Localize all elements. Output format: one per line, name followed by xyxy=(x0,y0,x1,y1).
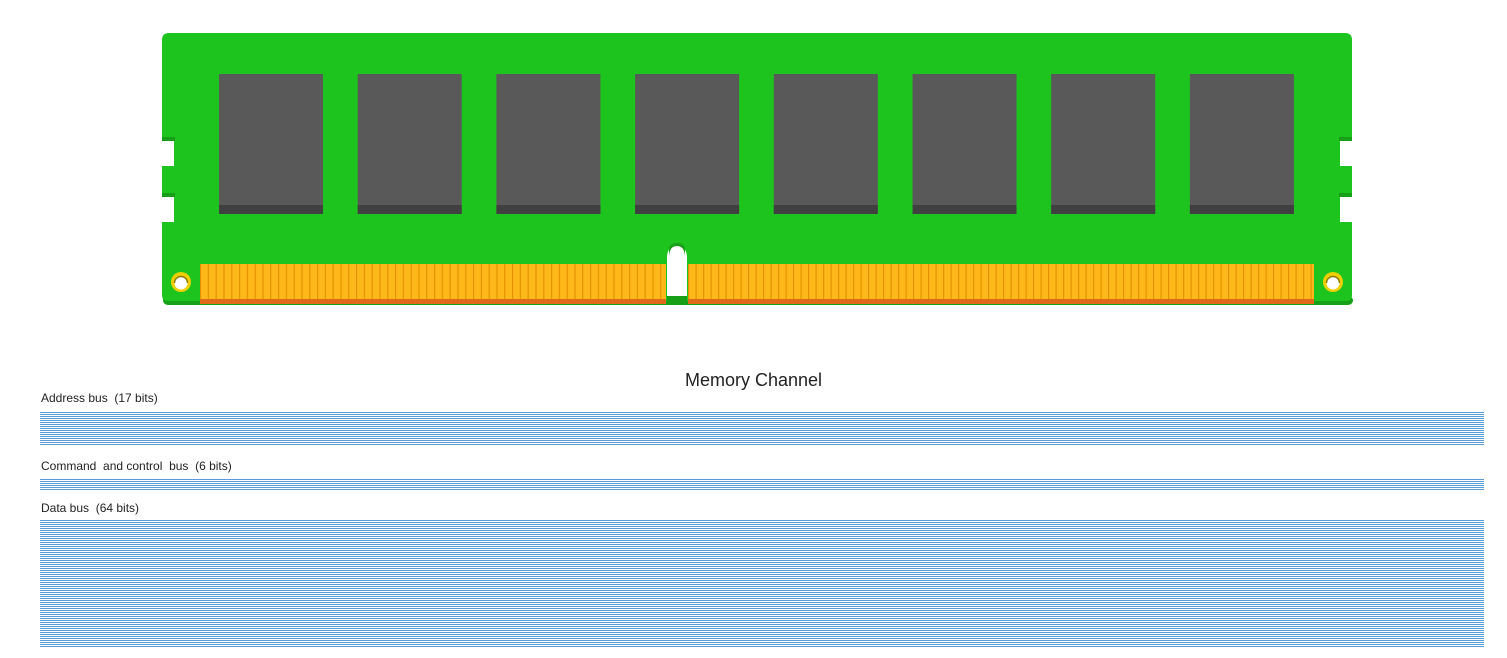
command-control-bus-lines xyxy=(40,479,1484,491)
key-notch-shade xyxy=(669,243,685,258)
memory-chip xyxy=(635,74,740,214)
contact-pins-left xyxy=(200,264,666,300)
pcb-board xyxy=(162,33,1352,301)
notch-shade xyxy=(162,193,175,197)
diagram-title: Memory Channel xyxy=(684,370,823,390)
memory-chip xyxy=(357,74,462,214)
pin-base-right xyxy=(688,299,1314,304)
memory-chip xyxy=(912,74,1017,214)
address-bus-label: Address bus (17 bits) xyxy=(41,391,158,405)
memory-module xyxy=(162,33,1353,305)
data-bus-lines xyxy=(40,520,1484,648)
contact-pins-right xyxy=(688,264,1314,300)
notch-shade xyxy=(1339,137,1352,141)
notch-shade xyxy=(1339,193,1352,197)
memory-chip xyxy=(496,74,601,214)
pin-base-left xyxy=(200,299,666,304)
memory-chips xyxy=(219,74,1294,214)
command-control-bus-label: Command and control bus (6 bits) xyxy=(41,459,232,473)
address-bus-lines xyxy=(40,412,1484,446)
data-bus-label: Data bus (64 bits) xyxy=(41,501,140,515)
mounting-hole-right xyxy=(1323,272,1343,292)
memory-chip xyxy=(773,74,878,214)
mounting-hole-left xyxy=(171,272,191,292)
notch-shade xyxy=(162,137,175,141)
memory-chip xyxy=(219,74,323,214)
memory-chip xyxy=(1189,74,1294,214)
memory-chip xyxy=(1051,74,1156,214)
